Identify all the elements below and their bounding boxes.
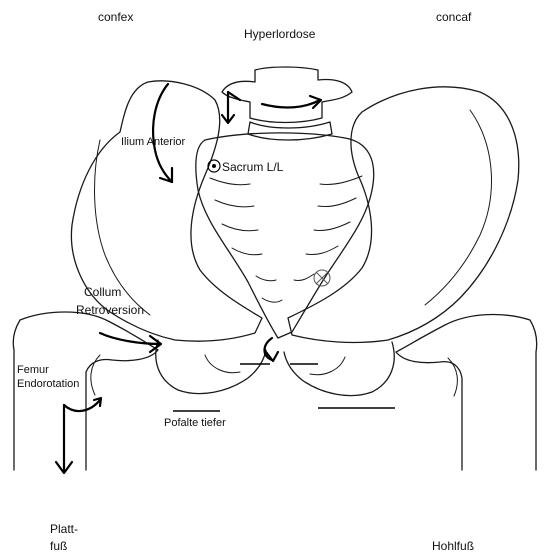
flatfoot-label-line1: Platt- [50,522,78,536]
femur-label-line2: Endorotation [17,377,79,391]
sacral-ridges [210,176,362,302]
femur-arrows [56,398,101,473]
sacrum-label: Sacrum L/L [222,160,283,174]
lumbar-arrows [222,92,321,123]
left-femur [13,312,158,470]
ilium-label: Ilium Anterior [121,135,185,149]
collum-arrow [100,333,161,352]
highfoot-label: Hohlfuß [432,539,474,553]
left-pubis [156,340,266,394]
convex-label: confex [98,10,133,24]
collum-label-line2: Retroversion [76,303,144,317]
circle-cross-symbol [314,270,330,286]
lumbar-disc [248,122,332,140]
lumbar-vertebra [222,67,352,123]
hyperlordosis-label: Hyperlordose [244,27,315,41]
right-femur [396,315,537,470]
collum-label-line1: Collum [84,285,121,299]
flatfoot-label-line2: fuß [50,539,67,553]
fold-label: Pofalte tiefer [164,416,226,430]
right-pubis [284,342,394,396]
femur-label-line1: Femur [17,363,49,377]
ilium-rotation-arrow [153,84,172,182]
right-ilium [288,87,519,343]
coccyx-arrow [265,338,279,361]
circle-dot-symbol [208,160,220,172]
concave-label: concaf [436,10,471,24]
